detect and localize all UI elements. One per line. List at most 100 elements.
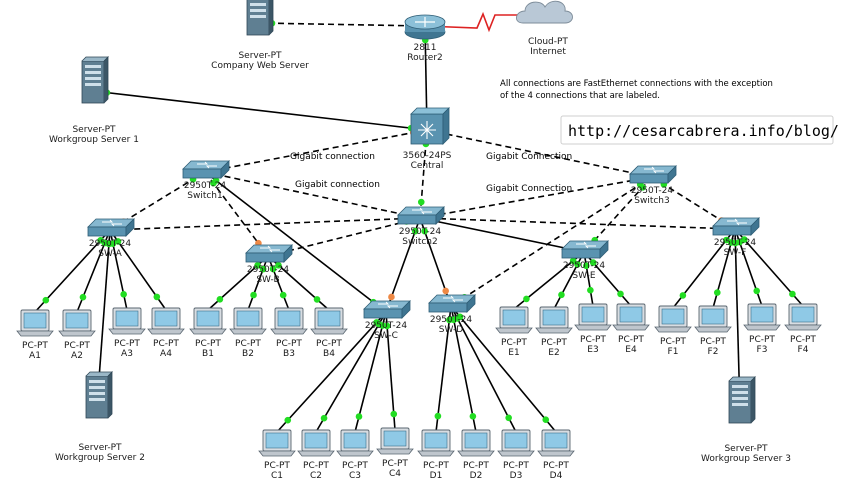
pc-screen <box>196 310 220 327</box>
link-switch2-swa <box>109 217 421 231</box>
device-label-c3-name: C3 <box>349 471 361 481</box>
connection-label-switch2-switch3: Gigabit Connection <box>486 184 572 194</box>
link-dot-swa-server2-a <box>105 240 113 248</box>
device-label-swb-model: 2950T-24 <box>247 265 290 275</box>
device-label-b1-model: PC-PT <box>195 339 221 349</box>
device-label-f3-name: F3 <box>757 345 768 355</box>
device-label-d4-model: PC-PT <box>543 461 569 471</box>
switch-side-face <box>220 160 230 179</box>
switch-front-face <box>182 168 222 179</box>
text-layer: Gigabit connection Gigabit Connection Gi… <box>290 79 773 194</box>
link-server1-central <box>92 90 428 131</box>
device-label-f1-name: F1 <box>668 347 679 357</box>
device-label-swe-name: SW-E <box>572 271 595 281</box>
switch-front-face <box>428 302 468 313</box>
device-label-a2-model: PC-PT <box>64 341 90 351</box>
device-label-web_server-model: Server-PT <box>238 51 282 61</box>
device-label-router2-name: Router2 <box>407 53 443 63</box>
device-label-switch2-model: 2950T-24 <box>399 227 442 237</box>
pc-keyboard-base <box>376 448 414 455</box>
device-label-c1-model: PC-PT <box>264 461 290 471</box>
link-dot-switch1-swc-a <box>212 177 220 184</box>
pc-keyboard-base <box>654 326 692 333</box>
link-switch1-swc <box>204 171 387 313</box>
link-dot-swf-f3-b <box>753 287 761 295</box>
link-dot-swd-d2-b <box>469 413 477 420</box>
switch-front-face <box>629 173 669 184</box>
pc-screen <box>619 306 643 323</box>
switch-front-face <box>87 226 127 237</box>
switch-side-face <box>283 244 293 263</box>
link-dot-swc-c4-b <box>390 410 398 418</box>
device-label-a4-name: A4 <box>160 349 172 359</box>
switch-arrows-icon <box>443 295 463 303</box>
link-switch2-swe <box>419 217 585 253</box>
device-label-e3-name: E3 <box>587 345 598 355</box>
link-swb-b2 <box>247 255 269 311</box>
link-router2-cloud <box>424 11 545 33</box>
server-tower-top <box>728 376 756 382</box>
device-label-c2-model: PC-PT <box>303 461 329 471</box>
link-dot-swf-f1-b <box>679 292 687 299</box>
link-dot-swe-e2-b <box>558 291 565 299</box>
server-drive-bay <box>85 77 101 80</box>
device-label-e1-model: PC-PT <box>501 338 527 348</box>
multilayer-switch-top <box>410 107 450 115</box>
link-dot-swb-b4-a <box>275 261 282 269</box>
server-drive-bay <box>732 385 748 388</box>
device-label-d2-name: D2 <box>470 471 483 481</box>
pc-keyboard-base <box>612 324 650 331</box>
device-label-server2-name: Workgroup Server 2 <box>55 453 145 463</box>
pc-keyboard-base <box>535 327 573 334</box>
switch-arrows-icon <box>644 166 664 174</box>
pc-screen <box>542 309 566 326</box>
device-label-cloud-name: Internet <box>530 47 566 57</box>
multilayer-switch-arrows-icon <box>418 121 436 139</box>
connection-label-central-switch1: Gigabit connection <box>290 152 375 162</box>
pc-screen <box>317 310 341 327</box>
pc-keyboard-base <box>574 324 612 331</box>
device-label-swc-model: 2950T-24 <box>365 321 408 331</box>
